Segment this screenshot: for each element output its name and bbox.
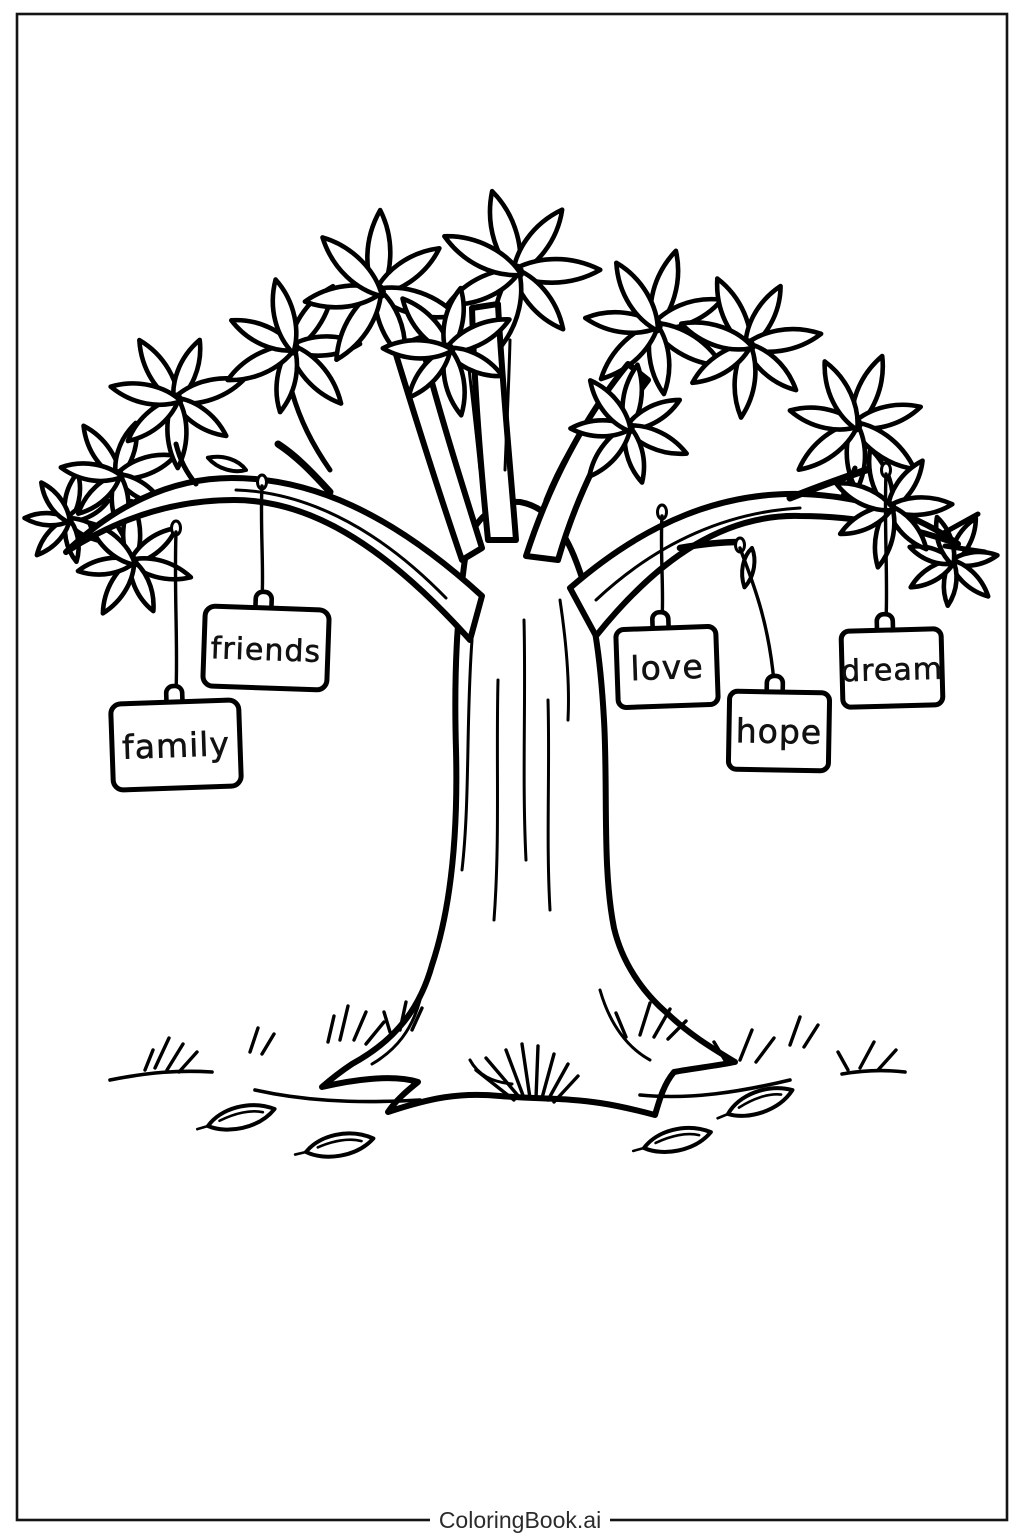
string-hope — [738, 546, 776, 684]
tag-label-friends: friends — [210, 631, 322, 670]
tag-board — [108, 697, 244, 793]
footer-label-background — [430, 1502, 610, 1536]
sprig-leaf — [204, 451, 250, 477]
tag-strings — [170, 461, 892, 694]
tag-label-dream: dream — [841, 652, 944, 690]
twig-left — [274, 440, 334, 496]
fallen-leaf — [193, 1100, 279, 1136]
tag-family: family — [108, 683, 244, 793]
tag-dream: dream — [838, 611, 946, 710]
left-branch — [63, 475, 485, 643]
grass-tuft — [326, 1004, 386, 1046]
tag-board — [200, 603, 332, 693]
tag-friends: friends — [200, 589, 332, 693]
tag-board — [613, 624, 721, 710]
tag-label-hope: hope — [735, 711, 822, 752]
word-tags: family friends love hope dream — [108, 589, 946, 793]
fallen-leaf — [629, 1123, 715, 1157]
grass-tuft — [143, 1036, 199, 1074]
string-dream — [883, 472, 889, 622]
tag-board — [725, 688, 833, 774]
grass-tuft — [382, 1000, 424, 1034]
grass-tuft — [712, 1028, 776, 1064]
twig-tip-b — [942, 543, 988, 555]
string-love — [659, 514, 665, 620]
twig-stem-b — [173, 441, 199, 487]
tag-hope: hope — [725, 673, 833, 774]
tag-label-love: love — [630, 647, 705, 689]
string-family — [173, 530, 179, 694]
tree-illustration — [11, 174, 1024, 1118]
right-branch — [567, 490, 961, 639]
fallen-leaf — [711, 1081, 798, 1125]
grass-tuft — [836, 1040, 898, 1072]
grass-tuft — [614, 1001, 688, 1041]
bark-lines — [234, 338, 802, 1086]
fallen-leaf — [294, 1132, 374, 1158]
twig-stem-a — [289, 389, 333, 473]
twig-tip-a — [937, 511, 981, 538]
tree-trunk — [319, 498, 738, 1118]
tag-love: love — [613, 609, 721, 710]
footer-brand: ColoringBook.ai — [439, 1507, 601, 1533]
ground — [108, 1000, 907, 1159]
string-friends — [259, 484, 265, 600]
grass-tuft — [248, 1026, 276, 1056]
footer: ColoringBook.ai — [430, 1502, 610, 1536]
grass-tuft — [474, 1042, 580, 1104]
grass-tuft — [788, 1015, 820, 1049]
tag-label-family: family — [121, 724, 230, 767]
tag-board — [838, 626, 946, 710]
